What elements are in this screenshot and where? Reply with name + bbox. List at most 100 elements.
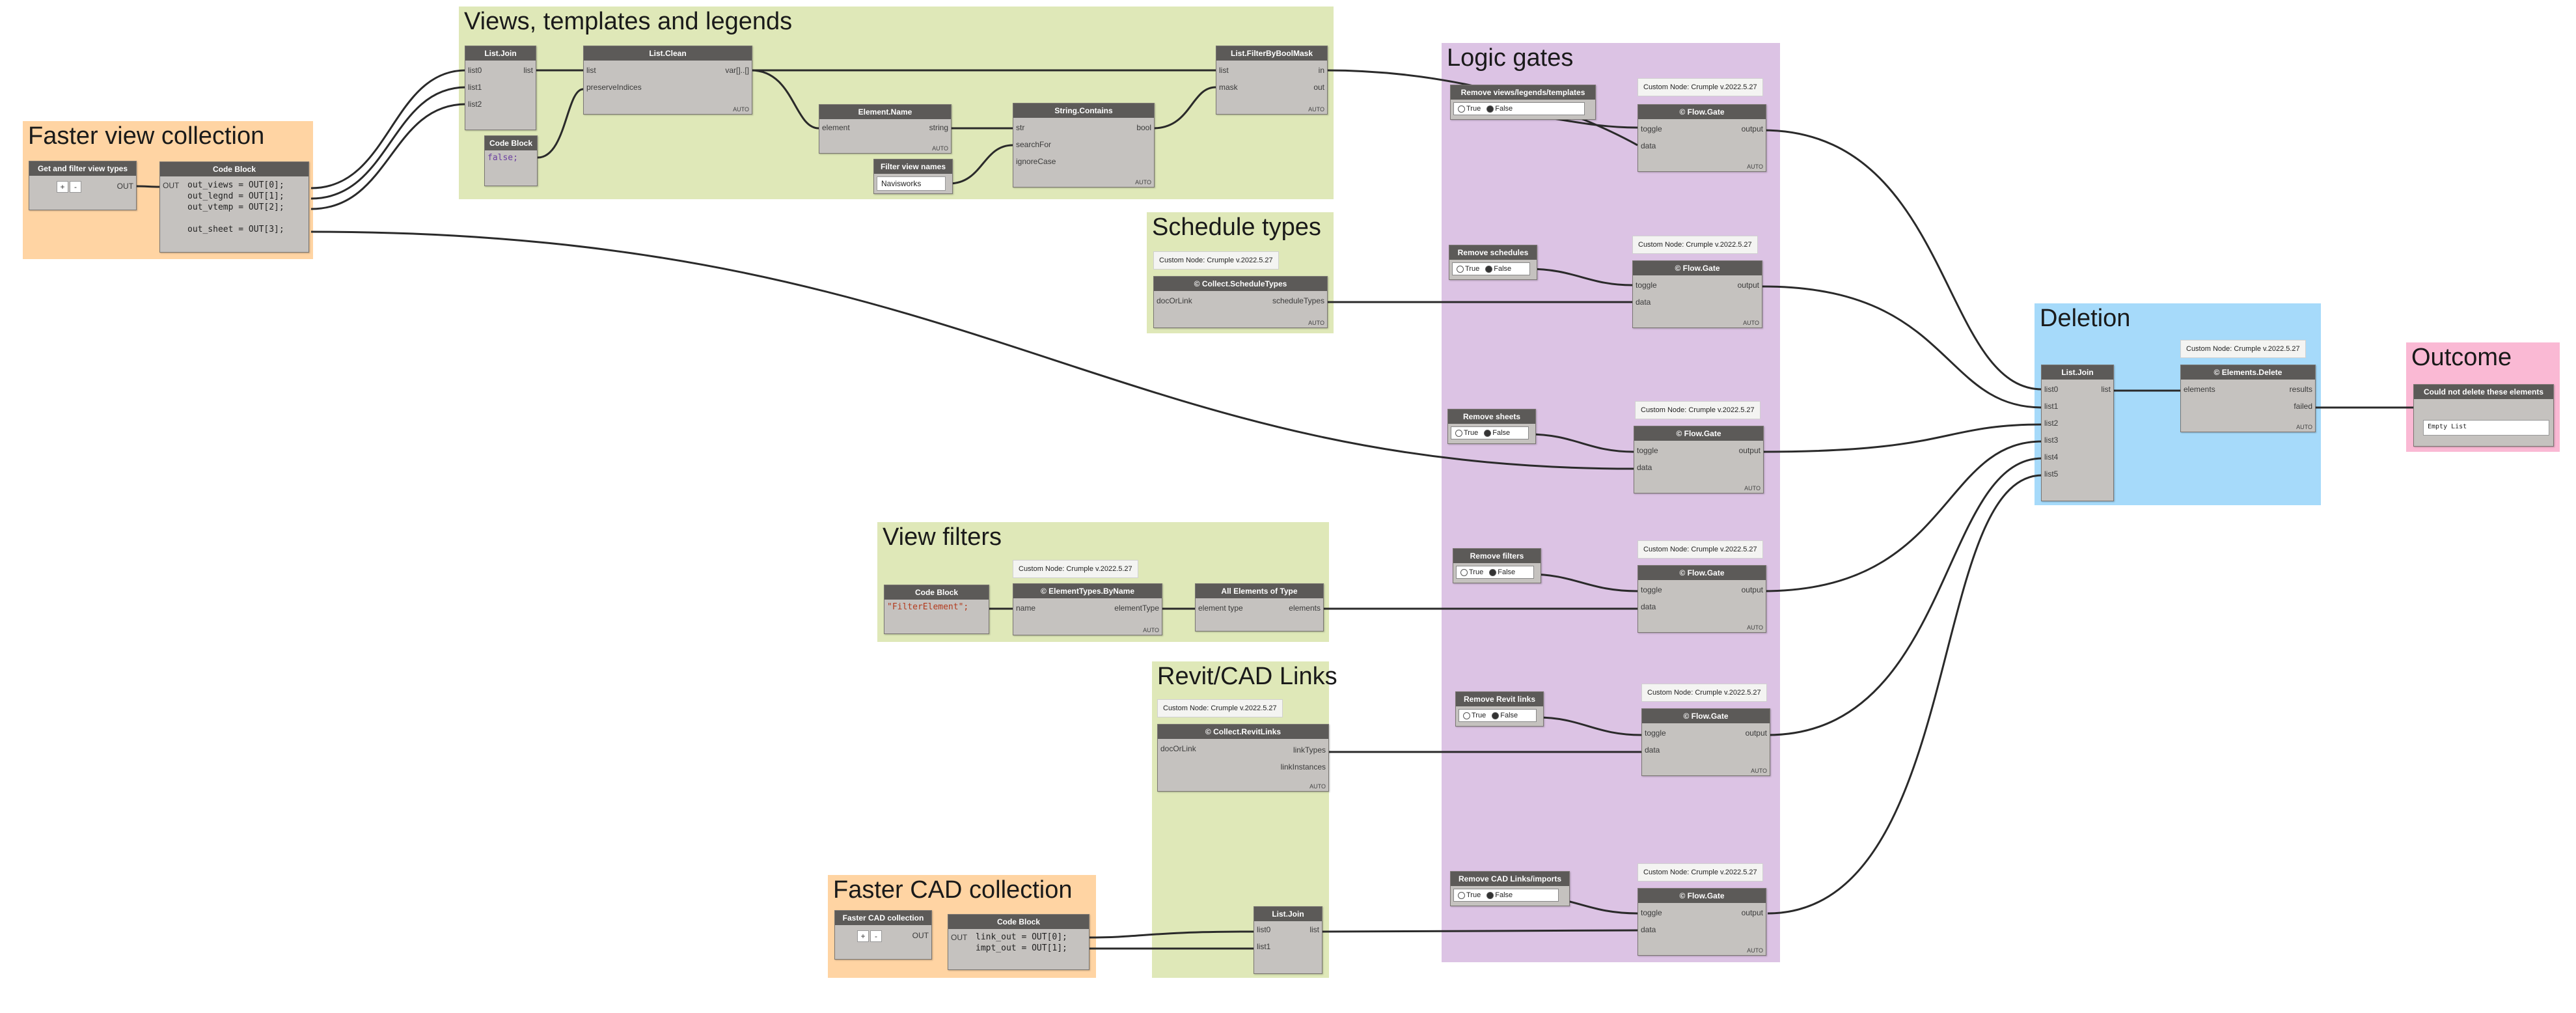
code-line[interactable]: "FilterElement"; [887, 602, 969, 612]
get-filter-view-types-node[interactable]: Get and filter view types + - OUT [29, 161, 137, 210]
code-line[interactable]: out_vtemp = OUT[2]; [187, 202, 284, 212]
data-port[interactable]: data [1637, 463, 1652, 472]
data-port[interactable]: data [1641, 602, 1656, 611]
true-radio[interactable] [1460, 568, 1468, 576]
string-output-port[interactable]: string [929, 123, 948, 132]
list-join-top-node[interactable]: List.Join list0 list1 list2 list [465, 46, 536, 130]
out-input-port[interactable]: OUT [951, 933, 968, 942]
add-input-button[interactable]: + [857, 930, 869, 942]
list-input-port[interactable]: list [586, 66, 596, 75]
data-port[interactable]: data [1641, 925, 1656, 934]
schedule-types-port[interactable]: scheduleTypes [1272, 296, 1324, 305]
false-radio[interactable] [1492, 712, 1500, 719]
list-join-deletion-node[interactable]: List.Join list0 list1 list2 list3 list4 … [2041, 365, 2114, 501]
toggle-port[interactable]: toggle [1645, 729, 1666, 738]
true-false-toggle[interactable]: True False [1456, 566, 1534, 579]
gate-toggle-node[interactable]: Remove Revit links True False [1455, 691, 1544, 727]
collect-schedule-types-node[interactable]: © Collect.ScheduleTypes docOrLink schedu… [1153, 276, 1328, 328]
lacing-label[interactable]: AUTO [932, 145, 948, 152]
true-radio[interactable] [1458, 105, 1465, 113]
true-radio[interactable] [1458, 891, 1465, 899]
group-logic-gates[interactable]: Logic gates [1442, 43, 1780, 962]
lacing-label[interactable]: AUTO [1309, 783, 1326, 790]
filter-by-bool-mask-node[interactable]: List.FilterByBoolMask list mask in out A… [1216, 46, 1328, 115]
output-port[interactable]: output [1741, 585, 1763, 594]
lacing-label[interactable]: AUTO [733, 106, 749, 113]
list-clean-node[interactable]: List.Clean list preserveIndices var[]..[… [583, 46, 752, 115]
output-port[interactable]: output [1737, 281, 1759, 290]
code-line[interactable]: out_views = OUT[0]; [187, 180, 284, 190]
mask-input-port[interactable]: mask [1219, 83, 1238, 92]
list0-port[interactable]: list0 [2044, 385, 2059, 394]
true-false-toggle[interactable]: True False [1459, 709, 1537, 722]
doc-or-link-port[interactable]: docOrLink [1157, 296, 1192, 305]
link-types-port[interactable]: linkTypes [1293, 745, 1326, 755]
lacing-label[interactable]: AUTO [1747, 163, 1763, 170]
list2-port[interactable]: list2 [468, 100, 482, 109]
flow-gate-node[interactable]: © Flow.Gate toggle data output AUTO [1637, 565, 1766, 633]
false-radio[interactable] [1487, 105, 1494, 113]
element-type-port[interactable]: elementType [1114, 604, 1159, 613]
data-port[interactable]: data [1641, 141, 1656, 150]
ignore-case-port[interactable]: ignoreCase [1016, 157, 1056, 166]
false-radio[interactable] [1489, 568, 1497, 576]
list1-port[interactable]: list1 [468, 83, 482, 92]
elements-delete-node[interactable]: © Elements.Delete elements results faile… [2180, 365, 2316, 432]
flow-gate-node[interactable]: © Flow.Gate toggle data output AUTO [1634, 426, 1764, 493]
list-input-port[interactable]: list [1219, 66, 1229, 75]
output-port[interactable]: output [1745, 729, 1767, 738]
gate-toggle-node[interactable]: Remove schedules True False [1449, 245, 1537, 280]
gate-toggle-node[interactable]: Remove filters True False [1453, 548, 1541, 583]
doc-or-link-port[interactable]: docOrLink [1160, 744, 1196, 753]
element-types-by-name-node[interactable]: © ElementTypes.ByName name elementType A… [1013, 583, 1162, 635]
lacing-label[interactable]: AUTO [1747, 624, 1763, 631]
lacing-label[interactable]: AUTO [1308, 106, 1324, 113]
var-output-port[interactable]: var[]..[] [725, 66, 749, 75]
output-port[interactable]: output [1741, 908, 1763, 917]
output-port[interactable]: output [1738, 446, 1761, 455]
data-port[interactable]: data [1645, 745, 1660, 755]
true-false-toggle[interactable]: True False [1453, 102, 1585, 115]
false-radio[interactable] [1484, 429, 1492, 437]
code-line[interactable]: out_legnd = OUT[1]; [187, 191, 284, 201]
list5-port[interactable]: list5 [2044, 469, 2059, 479]
list3-port[interactable]: list3 [2044, 436, 2059, 445]
elements-output-port[interactable]: elements [1289, 604, 1321, 613]
code-block-filter-node[interactable]: Code Block "FilterElement"; [884, 585, 989, 634]
gate-toggle-node[interactable]: Remove CAD Links/imports True False [1450, 871, 1570, 906]
toggle-port[interactable]: toggle [1641, 908, 1662, 917]
out-input-port[interactable]: OUT [163, 181, 180, 190]
string-contains-node[interactable]: String.Contains str searchFor ignoreCase… [1013, 103, 1155, 187]
out-output-port[interactable]: out [1313, 83, 1324, 92]
out-port[interactable]: OUT [912, 931, 929, 940]
code-block-false-node[interactable]: Code Block false; [484, 135, 538, 186]
toggle-port[interactable]: toggle [1641, 124, 1662, 133]
list4-port[interactable]: list4 [2044, 452, 2059, 462]
failed-output-port[interactable]: failed [2294, 402, 2312, 411]
out-port[interactable]: OUT [116, 182, 133, 191]
true-radio[interactable] [1457, 265, 1464, 273]
lacing-label[interactable]: AUTO [2296, 424, 2312, 430]
remove-input-button[interactable]: - [70, 181, 81, 193]
element-name-node[interactable]: Element.Name element string AUTO [819, 104, 952, 154]
add-input-button[interactable]: + [57, 181, 68, 193]
true-radio[interactable] [1455, 429, 1462, 437]
lacing-label[interactable]: AUTO [1308, 320, 1324, 326]
filter-view-names-node[interactable]: Filter view names Navisworks [873, 159, 953, 194]
flow-gate-node[interactable]: © Flow.Gate toggle data output AUTO [1637, 104, 1766, 172]
true-false-toggle[interactable]: True False [1451, 426, 1529, 439]
collect-revit-links-node[interactable]: © Collect.RevitLinks docOrLink linkTypes… [1157, 724, 1329, 792]
false-radio[interactable] [1487, 891, 1494, 899]
flow-gate-node[interactable]: © Flow.Gate toggle data output AUTO [1641, 708, 1770, 776]
search-for-port[interactable]: searchFor [1016, 140, 1052, 149]
name-input-port[interactable]: name [1016, 604, 1036, 613]
element-input-port[interactable]: element [822, 123, 850, 132]
data-port[interactable]: data [1636, 298, 1651, 307]
list0-port[interactable]: list0 [1257, 925, 1271, 934]
toggle-port[interactable]: toggle [1636, 281, 1657, 290]
gate-toggle-node[interactable]: Remove sheets True False [1447, 409, 1536, 444]
flow-gate-node[interactable]: © Flow.Gate toggle data output AUTO [1632, 260, 1762, 328]
code-line[interactable]: false; [487, 153, 518, 163]
lacing-label[interactable]: AUTO [1135, 179, 1151, 186]
list0-port[interactable]: list0 [468, 66, 482, 75]
